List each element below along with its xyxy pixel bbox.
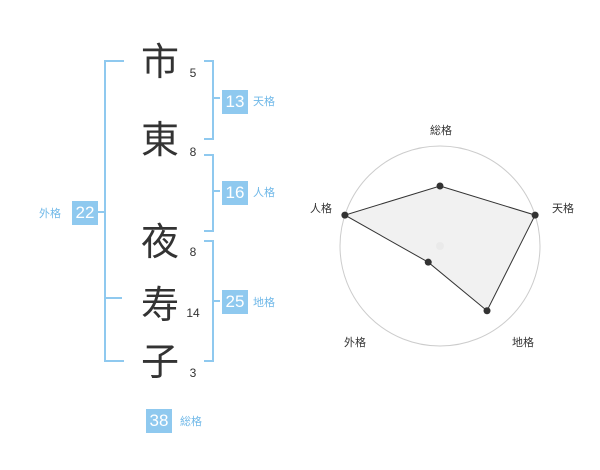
- radar-axis-label-soukaku: 総格: [430, 123, 452, 137]
- name-char-3: 夜: [140, 220, 179, 264]
- radar-point-4: [424, 258, 432, 266]
- gaikaku-bracket-tick: [96, 211, 104, 213]
- soukaku-label: 総格: [180, 415, 202, 428]
- jinkaku-bracket-tick: [212, 190, 220, 192]
- name-char-5: 子: [140, 340, 179, 384]
- radar-score-dots: [341, 182, 539, 315]
- name-char-1: 市: [140, 40, 179, 84]
- radar-axis-label-jinkaku: 人格: [310, 201, 332, 215]
- jinkaku-bracket: [204, 154, 214, 232]
- tenkaku-value-badge: 13: [222, 90, 248, 114]
- gaikaku-bracket-divider: [104, 297, 122, 299]
- radar-score-area: [343, 185, 536, 312]
- name-char-2: 東: [140, 118, 179, 162]
- gaikaku-label: 外格: [39, 207, 61, 220]
- stroke-count-4: 14: [186, 306, 200, 320]
- radar-axis-label-chikaku: 地格: [512, 335, 534, 349]
- radar-axis-label-gaikaku: 外格: [344, 335, 366, 349]
- chikaku-label: 地格: [253, 296, 275, 309]
- jinkaku-value-badge: 16: [222, 181, 248, 205]
- tenkaku-bracket: [204, 60, 214, 140]
- gaikaku-bracket: [104, 60, 124, 362]
- stroke-count-5: 3: [189, 366, 197, 380]
- jinkaku-label: 人格: [253, 186, 275, 199]
- tenkaku-bracket-tick: [212, 97, 220, 99]
- radar-point-5: [341, 211, 349, 219]
- stroke-count-1: 5: [189, 66, 197, 80]
- radar-axis-label-tenkaku: 天格: [552, 201, 574, 215]
- tenkaku-label: 天格: [253, 95, 275, 108]
- stroke-count-3: 8: [189, 245, 197, 259]
- radar-point-1: [436, 182, 444, 190]
- radar-point-3: [483, 307, 491, 315]
- gaikaku-value-badge: 22: [72, 201, 98, 225]
- stroke-count-2: 8: [189, 145, 197, 159]
- chikaku-bracket-tick: [212, 300, 220, 302]
- soukaku-value-badge: 38: [146, 409, 172, 433]
- radar-point-2: [531, 211, 539, 219]
- chikaku-value-badge: 25: [222, 290, 248, 314]
- name-char-4: 寿: [140, 283, 179, 327]
